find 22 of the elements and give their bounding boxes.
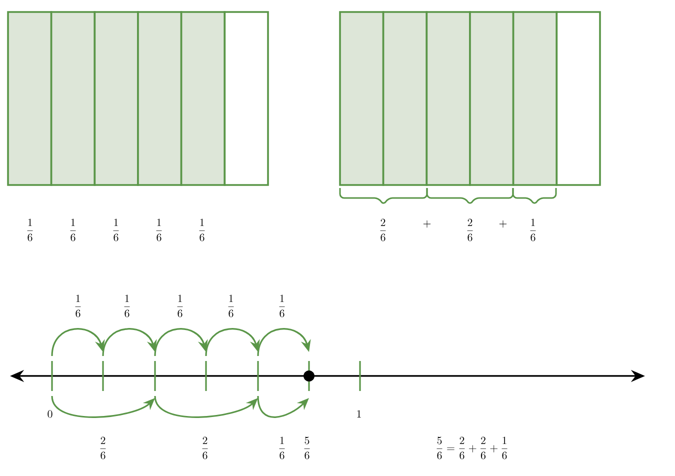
math-label: $\frac{1}{6}$ [70,218,76,242]
math-label: $\frac{1}{6}$ [27,218,33,242]
math-label: $\frac{2}{6}$ [202,436,208,460]
math-label: $\frac{2}{6}$ [467,218,473,242]
math-label: $\frac{2}{6}$ [380,218,386,242]
math-label: $\frac{2}{6}$ [100,436,106,460]
math-label: $\frac{1}{6}$ [113,218,119,242]
math-label: $\frac{1}{6}$ [530,218,536,242]
math-label: $0$ [48,410,52,418]
math-label: $\frac{1}{6}$ [199,218,205,242]
math-label: $\frac{1}{6}$ [177,294,183,318]
math-label: $+$ [423,220,431,228]
math-label: $\frac{1}{6}$ [156,218,162,242]
math-label: $\frac{5}{6} = \frac{2}{6} + \frac{2}{6} + \frac{1}{6}$ [436,436,508,460]
math-label: $\frac{1}{6}$ [75,294,81,318]
math-label: $1$ [357,410,361,418]
math-label: $+$ [499,220,507,228]
math-label: $\frac{5}{6}$ [304,436,310,460]
math-label: $\frac{1}{6}$ [124,294,130,318]
math-label: $\frac{1}{6}$ [279,294,285,318]
math-label: $\frac{1}{6}$ [279,436,285,460]
math-label: $\frac{1}{6}$ [228,294,234,318]
